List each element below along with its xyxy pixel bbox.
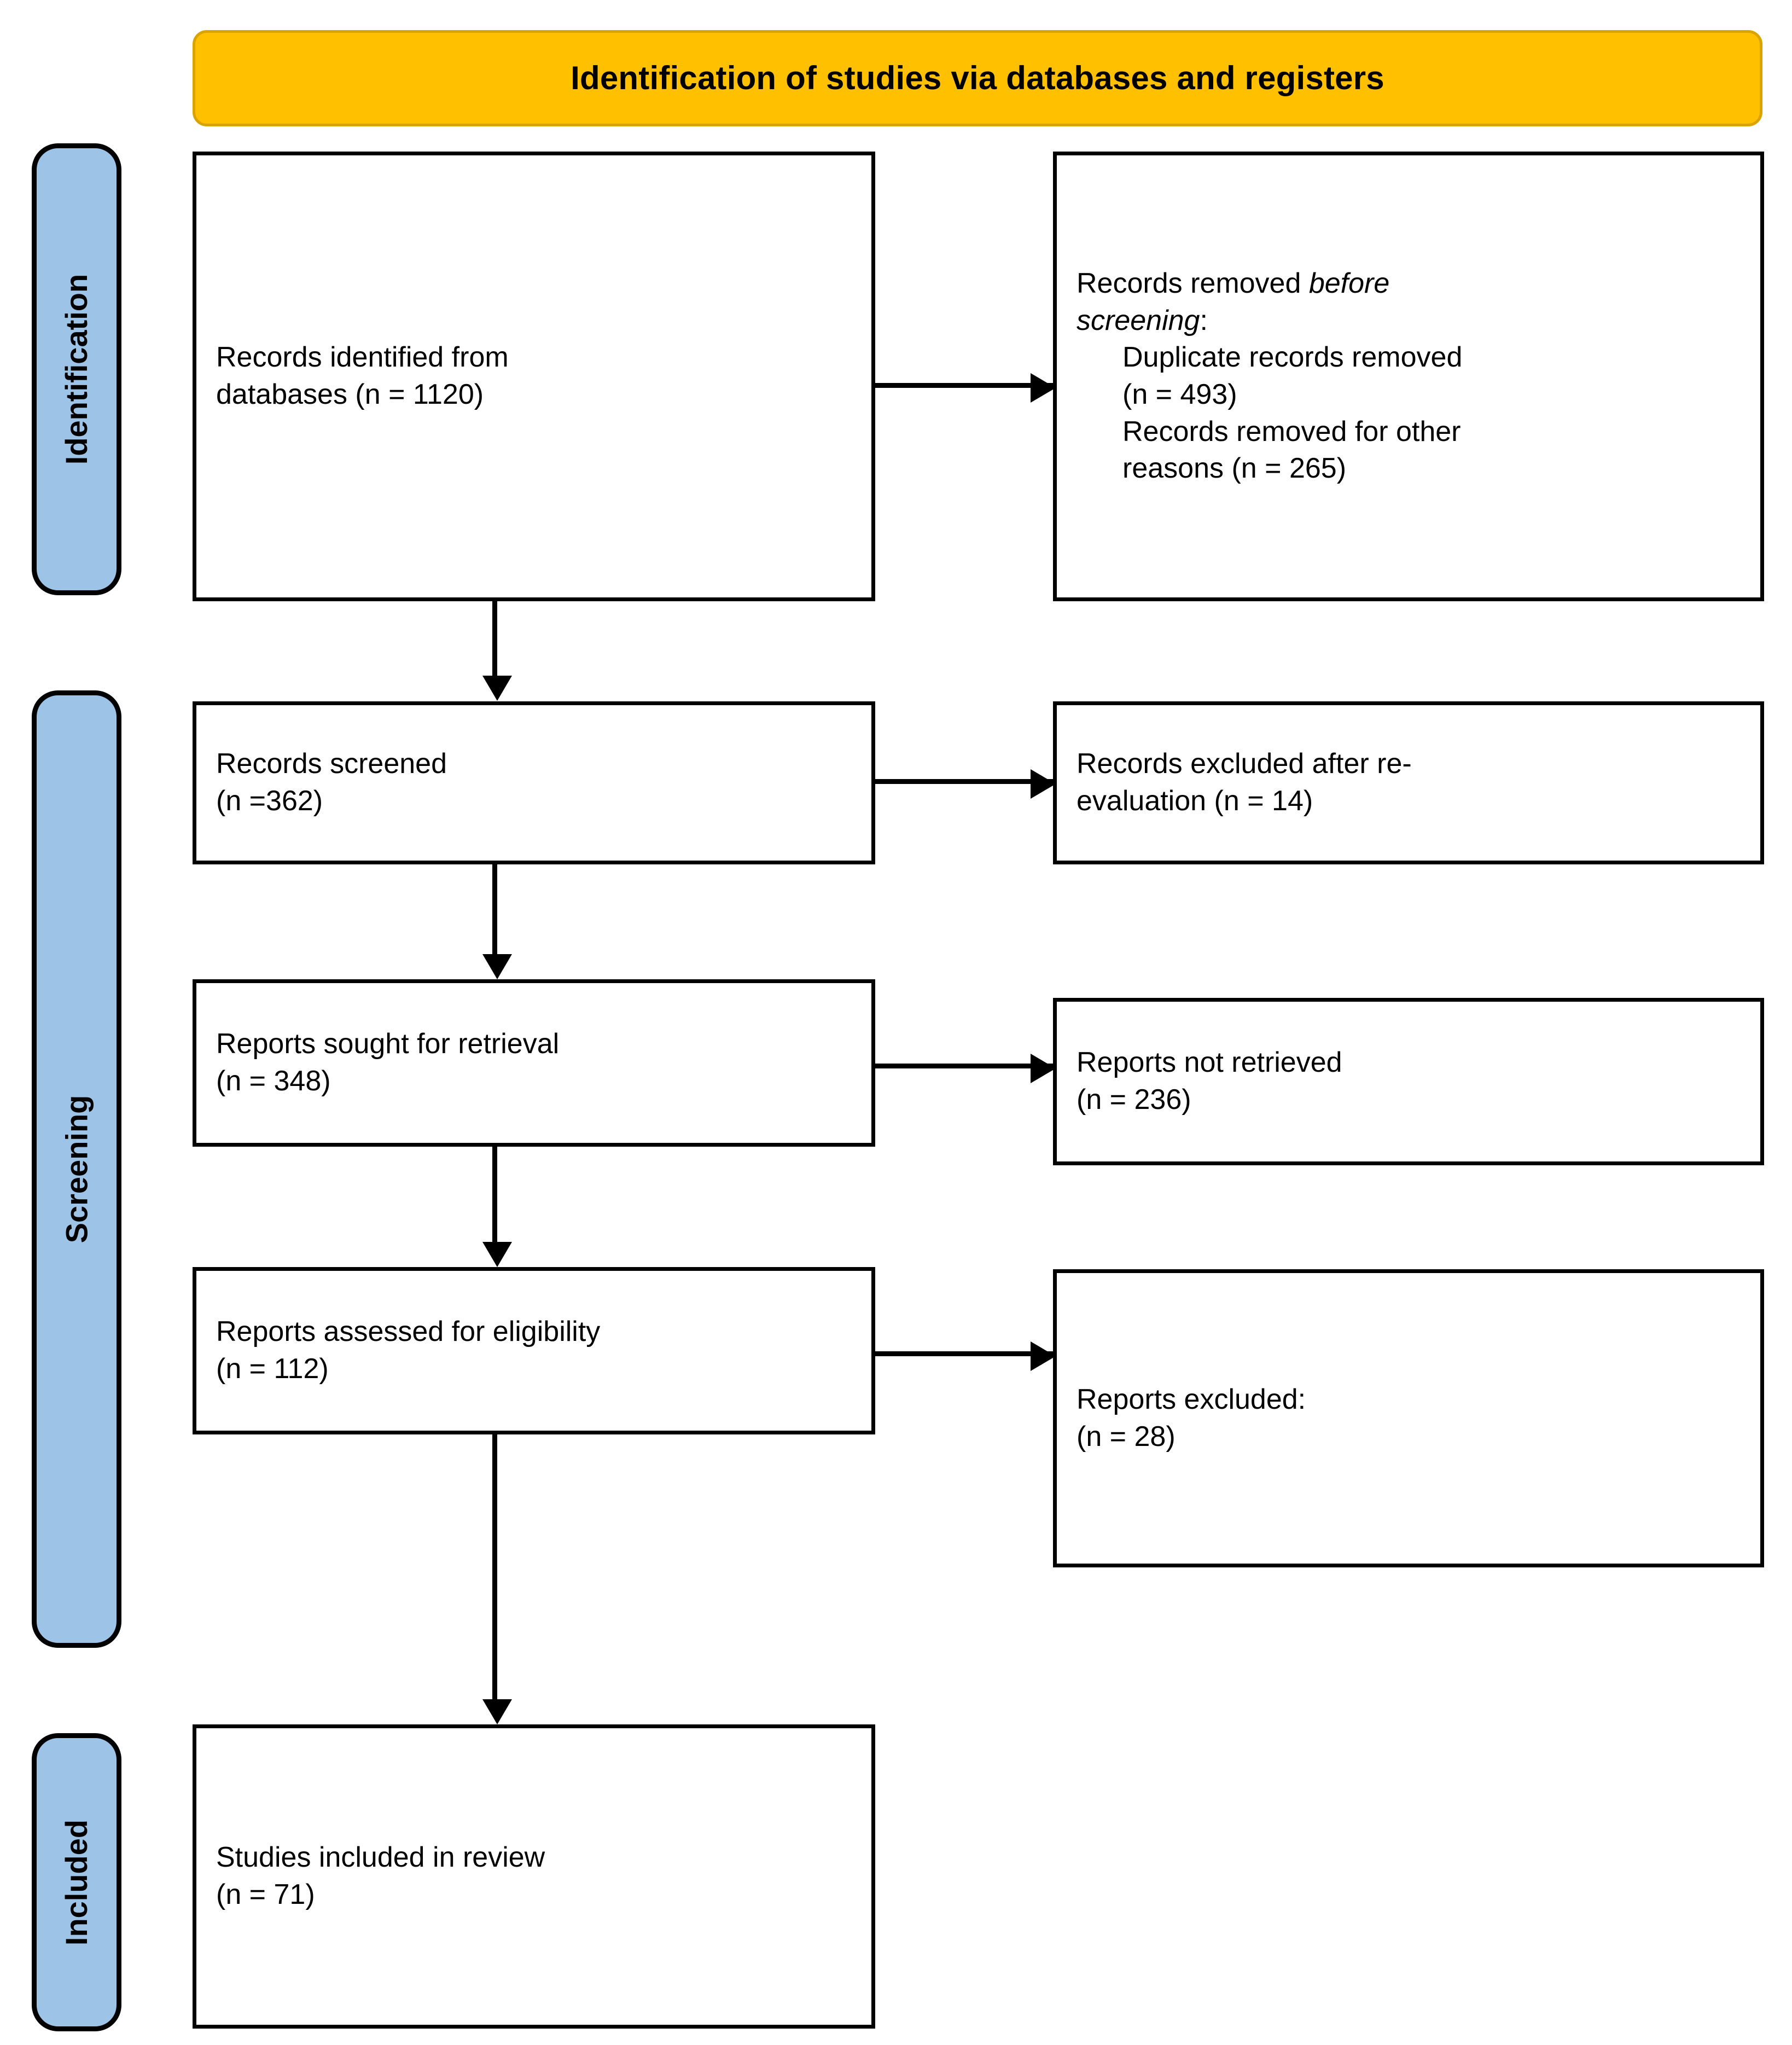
node-other-reasons-line2: reasons (n = 265) (1122, 452, 1347, 485)
connector-assessed-to-included (482, 1433, 512, 1724)
node-duplicate-records-line2: (n = 493) (1122, 379, 1237, 410)
node-records-screened-line2: (n =362) (216, 785, 323, 817)
connector-sought-to-not-retrieved (873, 1054, 1056, 1083)
node-reports-assessed-line1: Reports assessed for eligibility (216, 1316, 601, 1348)
page-title: Identification of studies via databases … (571, 60, 1384, 96)
arrow-down-icon (482, 1242, 512, 1267)
node-records-excluded-line1: Records excluded after re- (1077, 748, 1412, 780)
node-records-removed-colon: : (1200, 304, 1208, 336)
node-records-removed-prefix: Records removed (1077, 268, 1309, 300)
sidebar-phase-screening: Screening (32, 690, 121, 1648)
node-reports-assessed-line2: (n = 112) (216, 1353, 329, 1385)
diagram-header-banner: Identification of studies via databases … (193, 30, 1762, 126)
connector-identified-to-screened (482, 600, 512, 701)
sidebar-phase-identification: Identification (32, 143, 121, 595)
connector-screened-to-excluded (873, 769, 1056, 799)
node-records-screened-line1: Records screened (216, 748, 447, 780)
node-records-removed-emphasis-before: before (1308, 268, 1390, 300)
connector-sought-to-assessed (482, 1146, 512, 1267)
node-studies-included-line1: Studies included in review (216, 1841, 545, 1874)
node-records-excluded-line2: evaluation (n = 14) (1077, 785, 1313, 817)
node-records-removed-line1: Records removed before (1077, 265, 1741, 303)
node-reports-not-retrieved-line2: (n = 236) (1077, 1084, 1191, 1116)
connector-screened-to-sought (482, 863, 512, 979)
node-reports-sought: Reports sought for retrieval (n = 348) (193, 979, 875, 1147)
arrow-right-icon (1031, 1054, 1056, 1083)
arrow-down-icon (482, 954, 512, 979)
node-other-reasons-line1: Records removed for other (1122, 415, 1461, 448)
node-records-removed-line2: screening: (1077, 303, 1741, 340)
node-records-identified-line2: databases (n = 1120) (216, 379, 484, 410)
node-reports-not-retrieved-line1: Reports not retrieved (1077, 1047, 1342, 1079)
node-reports-not-retrieved: Reports not retrieved (n = 236) (1053, 998, 1764, 1165)
node-reports-excluded: Reports excluded: (n = 28) (1053, 1269, 1764, 1567)
arrow-down-icon (482, 1699, 512, 1724)
phase-label-screening: Screening (59, 1095, 94, 1244)
node-records-excluded-after-reevaluation: Records excluded after re- evaluation (n… (1053, 701, 1764, 864)
node-records-screened: Records screened (n =362) (193, 701, 875, 864)
arrow-right-icon (1031, 769, 1056, 799)
arrow-right-icon (1031, 373, 1056, 403)
phase-label-identification: Identification (59, 274, 94, 465)
node-records-removed-emphasis-screening: screening (1077, 304, 1200, 336)
node-records-removed: Records removed before screening: Duplic… (1053, 152, 1764, 601)
arrow-right-icon (1031, 1341, 1056, 1371)
node-studies-included-line2: (n = 71) (216, 1879, 315, 1910)
node-studies-included: Studies included in review (n = 71) (193, 1724, 875, 2029)
sidebar-phase-included: Included (32, 1733, 121, 2031)
phase-label-included: Included (59, 1819, 94, 1945)
node-reports-excluded-line1: Reports excluded: (1077, 1383, 1306, 1415)
node-reports-sought-line2: (n = 348) (216, 1065, 331, 1097)
node-reports-sought-line1: Reports sought for retrieval (216, 1028, 560, 1060)
node-records-identified: Records identified from databases (n = 1… (193, 152, 875, 601)
node-duplicate-records-line1: Duplicate records removed (1122, 341, 1463, 374)
connector-assessed-to-excluded-reports (873, 1341, 1056, 1371)
connector-identified-to-removed (873, 373, 1056, 403)
arrow-down-icon (482, 676, 512, 701)
node-records-identified-line1: Records identified from (216, 341, 509, 374)
node-reports-excluded-line2: (n = 28) (1077, 1420, 1176, 1453)
node-reports-assessed: Reports assessed for eligibility (n = 11… (193, 1267, 875, 1434)
